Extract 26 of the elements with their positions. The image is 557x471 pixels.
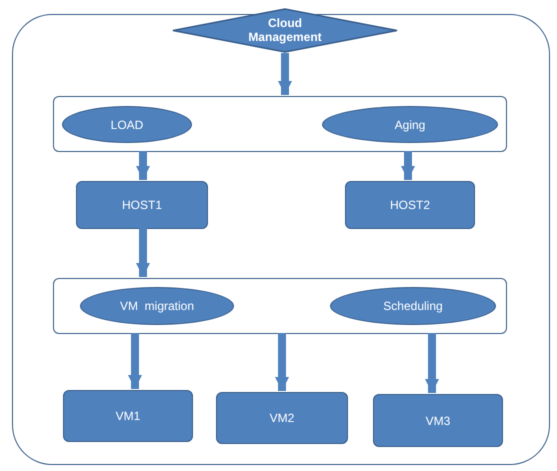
- arrow: [136, 151, 150, 180]
- node-label: LOAD: [110, 118, 144, 132]
- process-box: [63, 390, 193, 442]
- process-box: [76, 181, 208, 229]
- arrow: [401, 151, 415, 180]
- node-label: VM3: [426, 414, 450, 428]
- arrow: [425, 333, 439, 393]
- process-box: [345, 181, 475, 229]
- group-box: [53, 96, 507, 152]
- node-label: VM migration: [120, 299, 194, 313]
- arrow: [278, 53, 292, 95]
- node-label: HOST2: [390, 198, 430, 212]
- node-label: HOST1: [122, 198, 162, 212]
- decision-diamond: [172, 8, 398, 53]
- arrow: [136, 228, 150, 277]
- node-label: Cloud Management: [247, 16, 323, 44]
- arrow: [128, 333, 142, 389]
- arrow: [275, 333, 289, 391]
- group-box: [53, 278, 507, 334]
- node-label: VM2: [270, 411, 294, 425]
- node-label: VM1: [116, 409, 140, 423]
- process-box: [216, 392, 348, 444]
- node-label: Aging: [394, 118, 426, 132]
- node-label: Scheduling: [383, 299, 443, 313]
- process-box: [373, 394, 503, 447]
- frame-box: [12, 14, 550, 465]
